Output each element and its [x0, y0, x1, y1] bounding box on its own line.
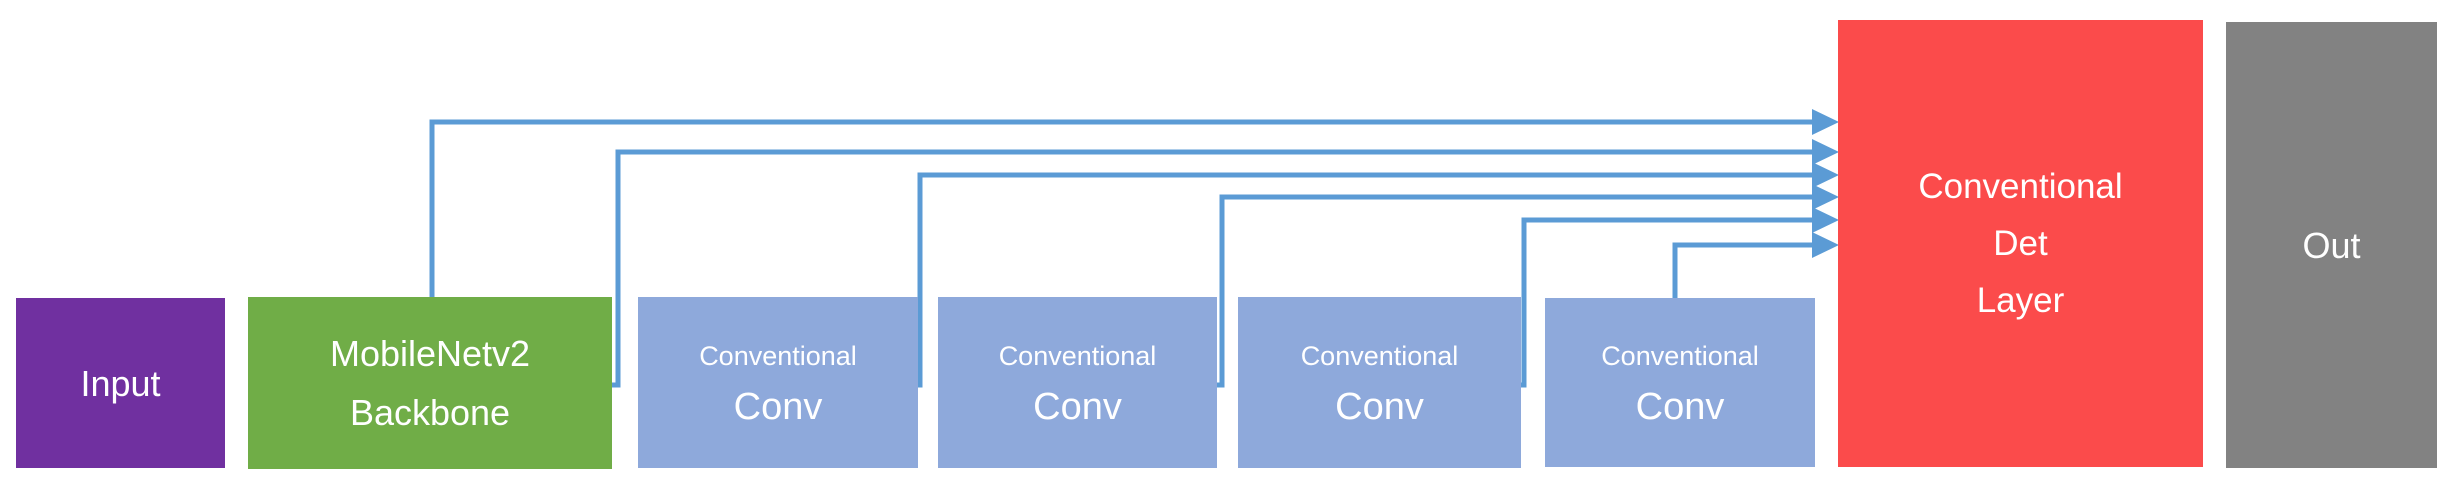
node-conventional-det-layer: Conventional Det Layer — [1838, 20, 2203, 467]
node-input-label: Input — [80, 362, 161, 404]
node-conv3-label-line2: Conv — [1335, 385, 1424, 428]
edge-backbone-right-to-det — [611, 149, 1812, 388]
arrowhead-icon-backbone-top-to-det — [1812, 109, 1839, 135]
edge-conv2-to-det — [1214, 194, 1812, 388]
arrowhead-icon-backbone-right-to-det — [1812, 139, 1839, 165]
node-input: Input — [16, 298, 225, 468]
node-out: Out — [2226, 22, 2437, 468]
node-out-label: Out — [2302, 224, 2361, 266]
node-conv1-label-line1: Conventional — [699, 340, 857, 371]
node-conv4-label-line2: Conv — [1635, 385, 1725, 428]
node-mobilenetv2-backbone: MobileNetv2 Backbone — [248, 297, 612, 469]
node-det-label-line2: Det — [1993, 224, 2048, 263]
arrowhead-icon-conv2-to-det — [1812, 184, 1839, 210]
node-det-label-line3: Layer — [1976, 281, 2065, 320]
node-conv3-label-line1: Conventional — [1300, 340, 1459, 371]
edge-backbone-top-to-det — [429, 119, 1812, 297]
node-conventional-conv-3: Conventional Conv — [1238, 297, 1521, 468]
arrowhead-icon-conv1-to-det — [1812, 162, 1839, 188]
node-det-label-line1: Conventional — [1918, 167, 2123, 206]
node-conv2-label-line1: Conventional — [998, 340, 1157, 371]
edge-conv4-to-det — [1672, 242, 1812, 298]
arrowhead-icon-conv3-to-det — [1812, 207, 1839, 233]
node-conv4-label-line1: Conventional — [1601, 340, 1759, 371]
node-conventional-conv-1: Conventional Conv — [638, 297, 918, 468]
node-conv1-label-line2: Conv — [733, 385, 823, 428]
node-backbone-label-line2: Backbone — [349, 392, 511, 433]
node-conventional-conv-2: Conventional Conv — [938, 297, 1217, 468]
node-conv2-label-line2: Conv — [1033, 385, 1122, 428]
node-conventional-conv-4: Conventional Conv — [1545, 298, 1815, 467]
arrowhead-icon-conv4-to-det — [1812, 232, 1839, 258]
node-backbone-label-line1: MobileNetv2 — [329, 333, 531, 374]
